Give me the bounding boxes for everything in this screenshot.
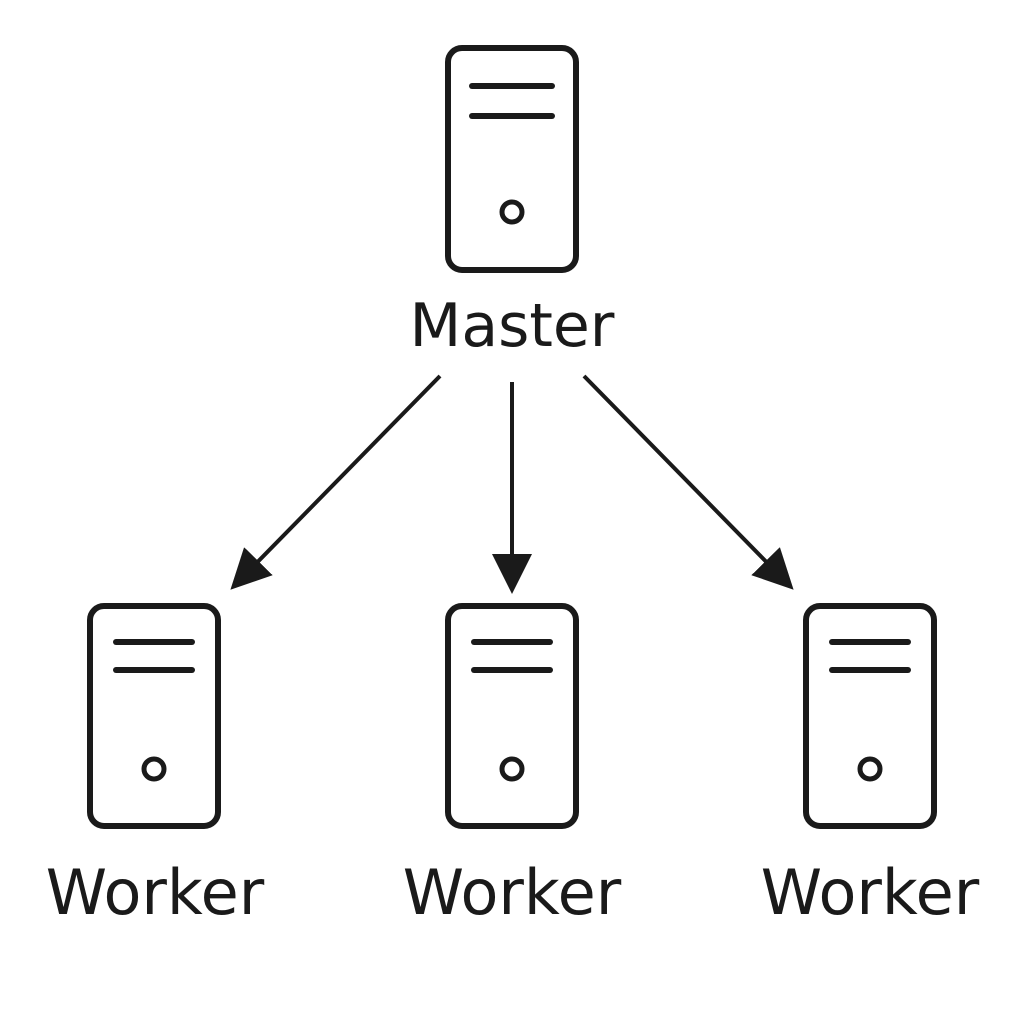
worker-1-label: Worker xyxy=(45,856,265,929)
worker-3-label: Worker xyxy=(760,856,980,929)
worker-3-server-icon xyxy=(803,603,937,829)
worker-2-server-icon xyxy=(445,603,579,829)
connection-arrows xyxy=(230,374,794,594)
worker-2-label: Worker xyxy=(402,856,622,929)
worker-1-server-icon xyxy=(87,603,221,829)
arrow-master-to-worker-1 xyxy=(230,374,442,590)
master-label: Master xyxy=(409,291,615,361)
arrow-master-to-worker-3 xyxy=(582,374,794,590)
master-server-icon xyxy=(445,45,579,273)
